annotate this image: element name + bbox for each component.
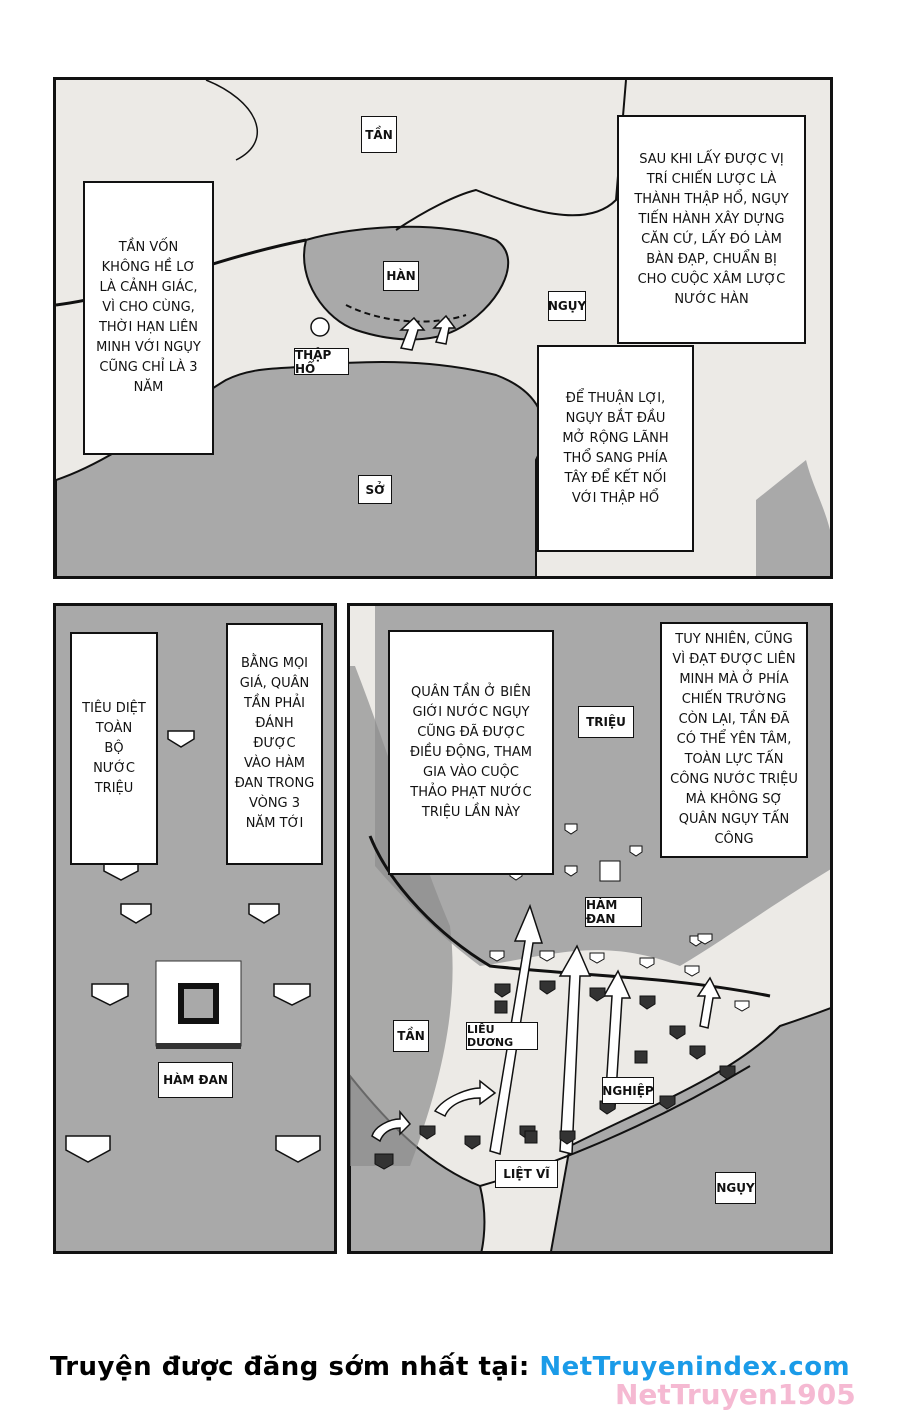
- label-han: HÀN: [383, 261, 419, 291]
- ham-dan-city-core: [178, 983, 219, 1024]
- panel-map-overview: TẦN VỐN KHÔNG HỀ LƠ LÀ CẢNH GIÁC, VÌ CHO…: [53, 77, 833, 579]
- label-tan: TẦN: [361, 116, 397, 153]
- border-line: [395, 80, 627, 231]
- label-lieu-duong: LIÊU DƯƠNG: [466, 1022, 538, 1050]
- label-ham-dan: HÀM ĐAN: [158, 1062, 233, 1098]
- watermark: NetTruyen1905: [615, 1378, 856, 1411]
- army-markers: [65, 730, 321, 1163]
- label-nguy: NGỤY: [548, 291, 586, 321]
- label-tan: TẦN: [393, 1020, 429, 1052]
- label-ham-dan: HÀM ĐAN: [585, 897, 642, 927]
- source-banner: Truyện được đăng sớm nhất tại: NetTruyen…: [0, 1352, 900, 1382]
- attack-route: [345, 304, 467, 323]
- thap-ho-city: [310, 317, 330, 337]
- caption-box: BẰNG MỌI GIÁ, QUÂN TẦN PHẢI ĐÁNH ĐƯỢC VÀ…: [226, 623, 323, 865]
- caption-box: ĐỂ THUẬN LỢI, NGỤY BẮT ĐẦU MỞ RỘNG LÃNH …: [537, 345, 694, 552]
- label-so: SỞ: [358, 475, 392, 504]
- label-trieu: TRIỆU: [578, 706, 634, 738]
- panel-battle-map: QUÂN TẦN Ở BIÊN GIỚI NƯỚC NGỤY CŨNG ĐÃ Đ…: [347, 603, 833, 1254]
- site-link[interactable]: NetTruyenindex.com: [539, 1352, 851, 1382]
- arrow-up: [399, 316, 426, 351]
- label-thap-ho: THẬP HỔ: [294, 348, 349, 376]
- label-liet-vi: LIỆT VĨ: [495, 1160, 558, 1188]
- river: [368, 835, 771, 998]
- region-right-gray: [756, 460, 830, 576]
- caption-box: TẦN VỐN KHÔNG HỀ LƠ LÀ CẢNH GIÁC, VÌ CHO…: [83, 181, 214, 455]
- border-line-2: [205, 80, 258, 161]
- trieu-army-markers: [489, 823, 750, 1012]
- caption-box: TIÊU DIỆT TOÀN BỘ NƯỚC TRIỆU: [70, 632, 158, 865]
- caption-box: TUY NHIÊN, CŨNG VÌ ĐẠT ĐƯỢC LIÊN MINH MÀ…: [660, 622, 808, 858]
- label-nghiep: NGHIỆP: [602, 1077, 654, 1104]
- label-nguy: NGỤY: [715, 1172, 756, 1204]
- banner-text: Truyện được đăng sớm nhất tại:: [49, 1352, 540, 1382]
- caption-box: SAU KHI LẤY ĐƯỢC VỊ TRÍ CHIẾN LƯỢC LÀ TH…: [617, 115, 806, 344]
- region-nguy: [550, 1007, 830, 1251]
- caption-box: QUÂN TẦN Ở BIÊN GIỚI NƯỚC NGỤY CŨNG ĐÃ Đ…: [388, 630, 554, 875]
- ham-dan-drawing: [65, 730, 321, 1163]
- panel-ham-dan-target: TIÊU DIỆT TOÀN BỘ NƯỚC TRIỆU BẰNG MỌI GI…: [53, 603, 337, 1254]
- arrow-up: [432, 314, 457, 345]
